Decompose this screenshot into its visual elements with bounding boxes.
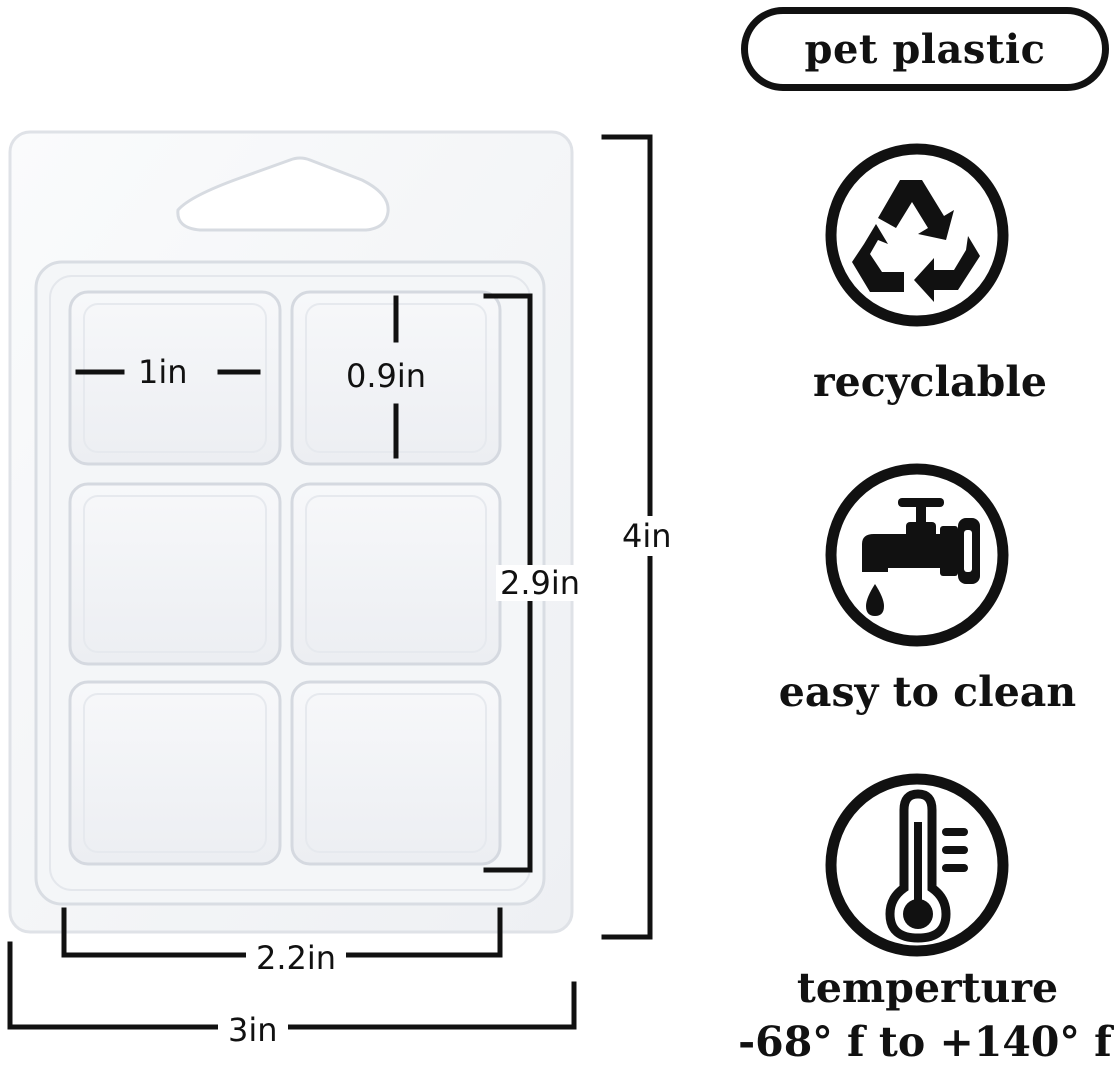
total-height-label: 4in <box>618 516 676 556</box>
material-badge-label: pet plastic <box>804 25 1046 73</box>
faucet-icon <box>825 463 1009 647</box>
thermometer-icon <box>825 773 1009 957</box>
cavity-height-label: 0.9in <box>346 357 427 395</box>
feature-label-easy-to-clean: easy to clean <box>778 668 1077 716</box>
cavity-width-label: 1in <box>138 353 188 391</box>
clamshell-product-image <box>7 130 653 1030</box>
material-badge: pet plastic <box>741 7 1109 91</box>
inner-height-label: 2.9in <box>496 565 585 601</box>
feature-label-recyclable: recyclable <box>813 358 1047 406</box>
recycle-icon <box>825 143 1009 327</box>
feature-label-temperature: temperture <box>796 964 1059 1012</box>
inner-width-label: 2.2in <box>246 940 347 976</box>
feature-label-temperature-range: -68° f to +140° f <box>738 1018 1112 1066</box>
total-width-bracket <box>7 941 577 1030</box>
total-width-label: 3in <box>218 1012 288 1048</box>
